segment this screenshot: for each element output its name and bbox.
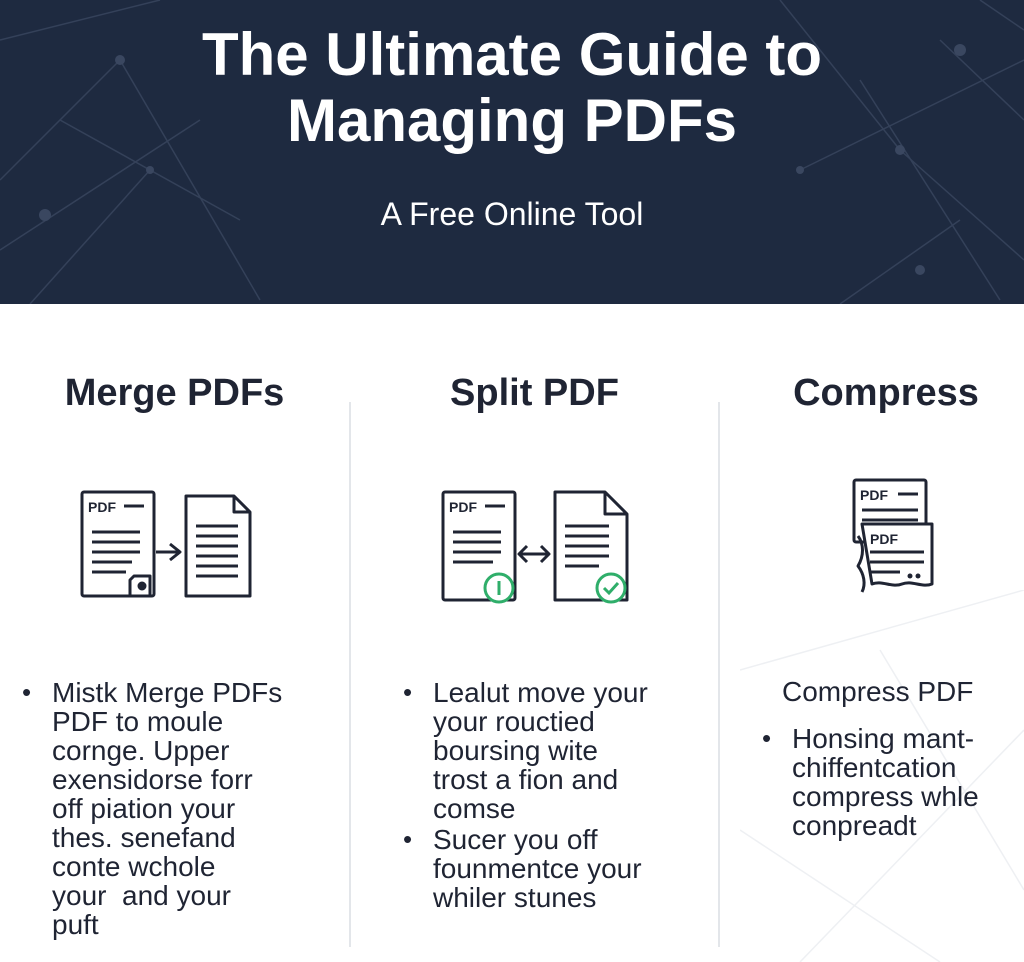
split-bullet-2-line-2: founmentce your: [433, 853, 642, 884]
section-title-merge: Merge PDFs: [64, 372, 285, 414]
merge-bullet-1-line-3: cornge. Upper: [52, 735, 230, 766]
split-bullet-2-line-1: Sucer you off: [433, 824, 598, 855]
merge-bullet-1-line-8: your and your: [52, 880, 231, 911]
split-bullet-1-line-1: Lealut move your: [433, 677, 648, 708]
network-pattern-decoration: [0, 0, 1024, 304]
merge-doc-label: PDF: [88, 499, 116, 515]
split-bullet-1-line-3: boursing wite: [433, 735, 598, 766]
merge-bullet-1-line-9: puft: [52, 909, 99, 940]
split-bullet-1: Lealut move your your rouctied boursing …: [403, 678, 713, 823]
split-bullet-2: Sucer you off founmentce your whiler stu…: [403, 825, 713, 912]
page-subtitle: A Free Online Tool: [380, 196, 644, 232]
column-divider-1: [349, 402, 351, 947]
split-bullet-list: Lealut move your your rouctied boursing …: [403, 678, 713, 914]
merge-bullet-1-line-6: thes. senefand: [52, 822, 236, 853]
merge-bullet-1-line-4: exensidorse forr: [52, 764, 253, 795]
split-bullet-2-line-3: whiler stunes: [433, 882, 597, 913]
compress-bullet-1-line-1: Honsing mant-: [792, 723, 975, 754]
page-title: The Ultimate Guide to Managing PDFs: [0, 22, 1024, 154]
compress-bullet-1-line-2: chiffentcation: [792, 752, 957, 783]
split-bullet-1-line-5: comse: [433, 793, 516, 824]
compress-pdf-icon: PDF PDF: [852, 478, 934, 593]
page-title-line-2: Managing PDFs: [286, 87, 738, 154]
merge-bullet-1-line-2: PDF to moule: [52, 706, 224, 737]
hero-banner: The Ultimate Guide to Managing PDFs A Fr…: [0, 0, 1024, 304]
split-bullet-1-line-2: your rouctied: [433, 706, 595, 737]
merge-bullet-1-line-5: off piation your: [52, 793, 236, 824]
split-pdf-icon: PDF: [441, 490, 629, 604]
section-title-split: Split PDF: [450, 372, 619, 414]
section-merge: Merge PDFs PDF Mistk Merge PDFs: [0, 304, 349, 962]
section-split: Split PDF PDF Le: [351, 304, 718, 962]
compress-doc-label-top: PDF: [860, 487, 888, 503]
compress-bullet-1: Honsing mant- chiffentcation compress wh…: [762, 724, 1022, 840]
page-title-line-1: The Ultimate Guide to: [201, 21, 823, 88]
split-check-badge-icon: [595, 572, 627, 604]
merge-bullet-list: Mistk Merge PDFs PDF to moule cornge. Up…: [22, 678, 342, 941]
split-doc-label: PDF: [449, 499, 477, 515]
merge-bullet-1-line-1: Mistk Merge PDFs: [52, 677, 283, 708]
section-title-compress: Compress: [793, 372, 979, 414]
compress-bullet-list: Honsing mant- chiffentcation compress wh…: [762, 724, 1022, 842]
split-bullet-1-line-4: trost a fion and: [433, 764, 619, 795]
compress-subheading: Compress PDF: [782, 676, 974, 707]
column-divider-2: [718, 402, 720, 947]
merge-pdf-icon: PDF: [80, 490, 252, 598]
merge-bullet-1-line-7: conte wchole: [52, 851, 216, 882]
compress-bullet-1-line-3: compress whle: [792, 781, 979, 812]
compress-bullet-1-line-4: conpreadt: [792, 810, 917, 841]
compress-doc-label-bottom: PDF: [870, 531, 898, 547]
section-compress: Compress PDF PDF Compress PDF Honsing ma…: [720, 304, 1024, 962]
merge-bullet-1: Mistk Merge PDFs PDF to moule cornge. Up…: [22, 678, 342, 939]
